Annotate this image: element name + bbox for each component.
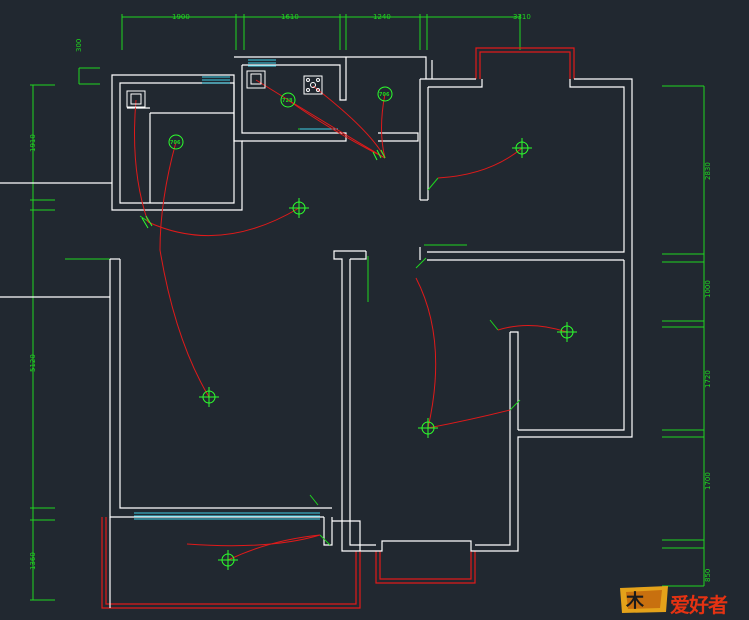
- exhaust-fan-icon: [126, 90, 146, 108]
- fixture-tag-icon: 728: [280, 92, 296, 108]
- light-icon: [199, 387, 219, 407]
- dim-right-1: 2830: [704, 162, 712, 180]
- dim-top-2: 1610: [281, 13, 299, 21]
- logo-mark: 木: [625, 590, 645, 612]
- door-marks: [139, 177, 521, 546]
- light-icon: [289, 198, 309, 218]
- light-icon: [557, 322, 577, 342]
- wiring: [134, 79, 568, 561]
- windows: [134, 59, 338, 520]
- top-dimensions: 1900 1610 1240 3310: [172, 13, 531, 21]
- left-dimensions: 1910 5120 1360 300: [29, 39, 83, 570]
- light-icon: [218, 550, 238, 570]
- walls: [0, 56, 633, 608]
- fixture-tag-label: 728: [282, 98, 293, 104]
- dim-right-5: 850: [704, 569, 712, 582]
- bath-heater-icon: [303, 75, 323, 95]
- dim-small: 300: [75, 39, 83, 52]
- dim-top-4: 3310: [513, 13, 531, 21]
- exhaust-fan-icon: [246, 70, 266, 89]
- fixtures: 706 728 706: [126, 70, 577, 570]
- fixture-tag-icon: 706: [168, 134, 184, 150]
- terminal-mark: [141, 215, 153, 229]
- dim-left-2: 5120: [29, 354, 37, 372]
- dim-top-1: 1900: [172, 13, 190, 21]
- dim-right-3: 1720: [704, 370, 712, 388]
- right-dimensions: 2830 1000 1720 1700 850: [704, 162, 712, 582]
- fixture-tag-icon: 706: [377, 86, 393, 102]
- site-logo: 木: [620, 586, 668, 613]
- dim-right-4: 1700: [704, 472, 712, 490]
- red-outlines: [101, 47, 575, 609]
- light-icon: [418, 418, 438, 438]
- dim-left-3: 1360: [29, 552, 37, 570]
- dimension-lines: [30, 14, 705, 601]
- fixture-tag-label: 706: [379, 92, 390, 98]
- light-icon: [512, 138, 532, 158]
- dim-right-2: 1000: [704, 280, 712, 298]
- dim-top-3: 1240: [373, 13, 391, 21]
- logo-text: 爱好者: [670, 593, 728, 617]
- terminal-mark: [372, 149, 386, 161]
- dim-left-1: 1910: [29, 134, 37, 152]
- fixture-tag-label: 706: [170, 140, 181, 146]
